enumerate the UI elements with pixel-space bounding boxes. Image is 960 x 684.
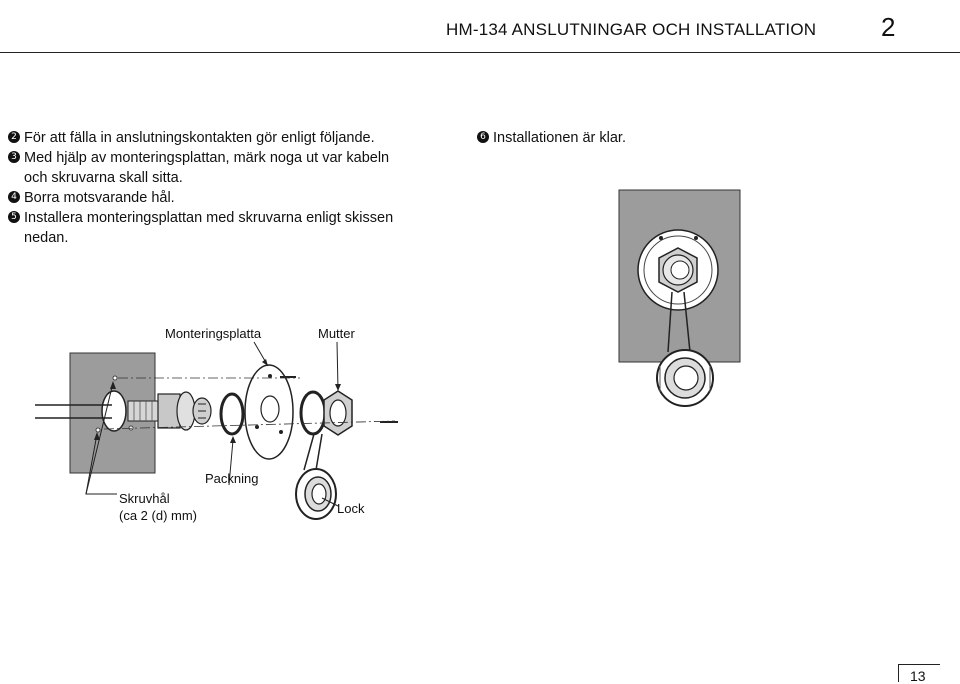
installation-steps-right: 6 Installationen är klar. (477, 128, 777, 148)
label-screw-hole-size: (ca 2 (d) mm) (119, 508, 197, 523)
installation-steps-left: 2 För att fälla in anslutningskontakten … (8, 128, 458, 248)
label-nut: Mutter (318, 326, 356, 341)
step-6: 6 Installationen är klar. (477, 128, 777, 148)
step-marker: 2 (8, 131, 20, 143)
installed-connector-illustration (618, 189, 741, 407)
step-marker: 3 (8, 151, 20, 163)
exploded-view-illustration: Monteringsplatta Mutter Packning Skruvhå… (35, 326, 398, 523)
step-marker: 4 (8, 191, 20, 203)
label-screw-hole: Skruvhål (119, 491, 170, 506)
step-text: Installationen är klar. (493, 130, 626, 146)
step-marker: 5 (8, 211, 20, 223)
step-text: Installera monteringsplattan med skruvar… (24, 210, 394, 226)
page-number: 13 (910, 668, 926, 684)
step-text: Borra motsvarande hål. (24, 190, 175, 206)
page-header-title: HM-134 ANSLUTNINGAR OCH INSTALLATION (446, 20, 817, 39)
header-divider (0, 52, 960, 53)
step-text: och skruvarna skall sitta. (24, 170, 183, 186)
step-text: För att fälla in anslutningskontakten gö… (24, 130, 375, 146)
step-text: Med hjälp av monteringsplattan, märk nog… (24, 150, 390, 166)
page-number-box (898, 664, 940, 682)
label-gasket: Packning (205, 471, 258, 486)
label-cap: Lock (337, 501, 365, 516)
chapter-number: 2 (881, 12, 896, 42)
step-5: 5 Installera monteringsplattan med skruv… (8, 208, 458, 248)
step-marker: 6 (477, 131, 489, 143)
step-3: 3 Med hjälp av monteringsplattan, märk n… (8, 148, 458, 188)
step-4: 4 Borra motsvarande hål. (8, 188, 458, 208)
label-mounting-plate: Monteringsplatta (165, 326, 262, 341)
step-2: 2 För att fälla in anslutningskontakten … (8, 128, 458, 148)
step-text: nedan. (24, 230, 69, 246)
